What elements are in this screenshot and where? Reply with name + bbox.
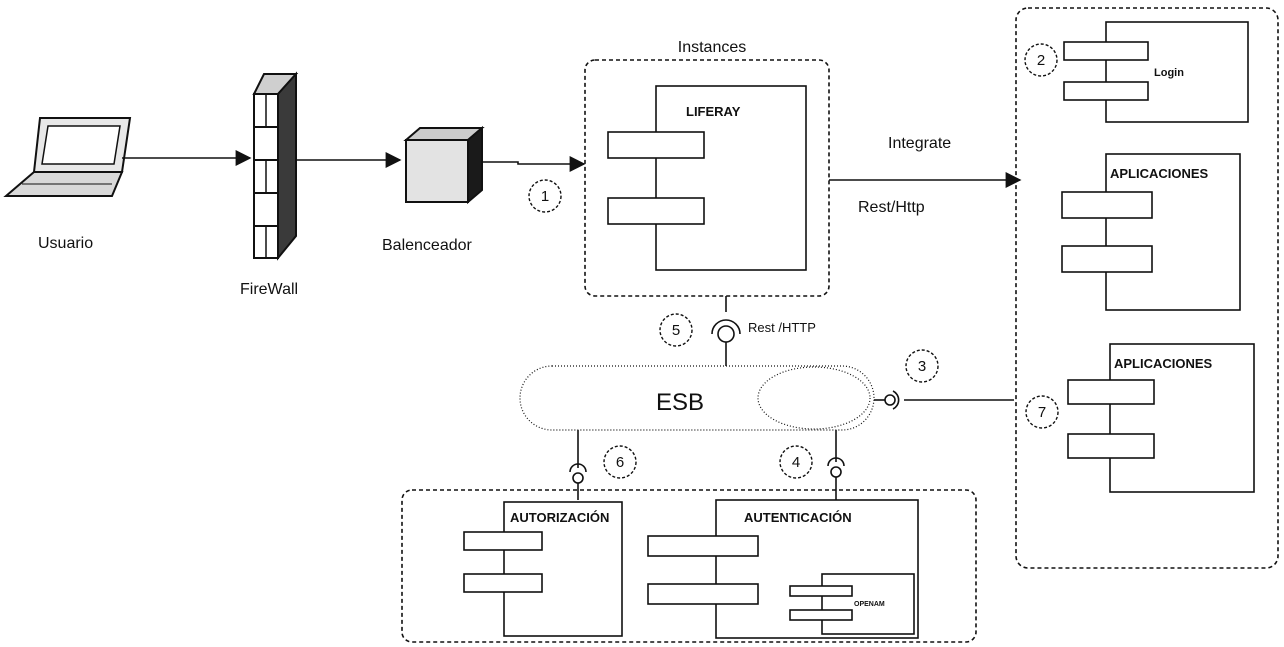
liferay-port-2 <box>607 197 705 225</box>
step-5-label: 5 <box>672 322 680 339</box>
login-port-2 <box>1063 81 1149 101</box>
liferay-component <box>655 85 807 271</box>
instances-group <box>584 59 830 297</box>
openam-port-1 <box>789 585 853 597</box>
aplicaciones-1-label: APLICACIONES <box>1110 166 1209 181</box>
step-6-badge <box>603 445 637 479</box>
login-port-1 <box>1063 41 1149 61</box>
autorizacion-component <box>503 501 623 637</box>
autorizacion-label: AUTORIZACIÓN <box>510 510 609 525</box>
autenticacion-port-1 <box>647 535 759 557</box>
liferay-label: LIFERAY <box>686 104 741 119</box>
openam-label: OPENAM <box>854 601 885 608</box>
openam-port-2 <box>789 609 853 621</box>
step-3-badge <box>905 349 939 383</box>
step-1-badge <box>528 179 562 213</box>
aplicaciones-1-port-2 <box>1061 245 1153 273</box>
step-7-label: 7 <box>1038 404 1046 421</box>
load-balancer-icon <box>403 125 485 205</box>
balanceador-label: Balenceador <box>382 237 473 254</box>
autorizacion-port-1 <box>463 531 543 551</box>
aplicaciones-1-port-1 <box>1061 191 1153 219</box>
instances-label: Instances <box>678 39 746 56</box>
step-6-label: 6 <box>616 454 624 471</box>
autenticacion-label: AUTENTICACIÓN <box>744 510 852 525</box>
aplicaciones-2-label: APLICACIONES <box>1114 356 1213 371</box>
socket-icon <box>892 390 900 410</box>
aplicaciones-2-component <box>1109 343 1255 493</box>
aplicaciones-2-port-2 <box>1067 433 1155 459</box>
step-7-badge <box>1025 395 1059 429</box>
step-2-badge <box>1024 43 1058 77</box>
openam-component <box>821 573 915 635</box>
step-1-label: 1 <box>541 188 549 205</box>
lollipop-icon <box>884 394 896 406</box>
autenticacion-port-2 <box>647 583 759 605</box>
liferay-port-1 <box>607 131 705 159</box>
aplicaciones-1-component <box>1105 153 1241 311</box>
lollipop-icon <box>830 466 842 478</box>
integrate-label: Integrate <box>888 135 951 152</box>
firewall-label: FireWall <box>240 281 298 298</box>
lollipop-icon <box>572 472 584 484</box>
aplicaciones-2-port-1 <box>1067 379 1155 405</box>
autorizacion-port-2 <box>463 573 543 593</box>
step-4-badge <box>779 445 813 479</box>
step-5-badge <box>659 313 693 347</box>
usuario-label: Usuario <box>38 235 93 252</box>
rest-http-esb-label: Rest /HTTP <box>748 320 816 335</box>
firewall-icon <box>252 71 299 261</box>
laptop-icon <box>3 117 132 197</box>
applications-group <box>1015 7 1279 569</box>
login-label: Login <box>1154 67 1184 79</box>
step-2-label: 2 <box>1037 52 1045 69</box>
socket-icon <box>711 319 741 335</box>
socket-icon <box>569 463 587 473</box>
esb-endpoint <box>757 366 871 430</box>
login-component <box>1105 21 1249 123</box>
step-3-label: 3 <box>918 358 926 375</box>
security-group <box>401 489 977 643</box>
rest-http-label: Rest/Http <box>858 199 925 216</box>
lollipop-icon <box>717 325 735 343</box>
edge-balanceador-instances <box>482 156 586 172</box>
esb-label: ESB <box>656 389 704 416</box>
step-4-label: 4 <box>792 454 800 471</box>
socket-icon <box>827 457 845 467</box>
